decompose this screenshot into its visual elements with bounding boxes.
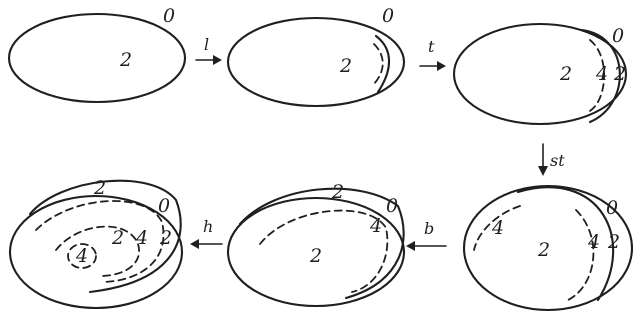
arrow-h: h (190, 217, 223, 249)
arrow-b-label: b (424, 219, 434, 238)
panel-5-label-outer: 0 (386, 195, 398, 217)
panel-3-label-inner: 2 (559, 63, 572, 85)
panel-5: 0 2 4 2 (226, 181, 406, 308)
panel-6-label-fold: 4 (135, 227, 148, 249)
panel-4-label-fold-right: 4 (587, 231, 600, 253)
panel-3: 0 2 4 2 (452, 22, 628, 126)
panel-6-overlap-dashed-outer (35, 200, 165, 283)
panel-5-overlap-dashed (259, 209, 389, 293)
arrow-h-label: h (203, 217, 213, 236)
panel-4-fold-dashed-right (567, 209, 595, 301)
panel-6-label-edge: 2 (159, 227, 172, 249)
panel-4-outline (462, 184, 633, 312)
panel-6-center-loop (67, 243, 97, 269)
panel-1: 0 2 (7, 5, 187, 104)
arrow-st-label: st (550, 151, 565, 170)
arrow-st-head (538, 166, 548, 176)
arrow-l-label: l (204, 35, 209, 54)
panel-2-label-inner: 2 (339, 55, 352, 77)
panel-3-fold-solid (580, 28, 621, 124)
panel-4-label-edge: 2 (607, 231, 620, 253)
arrow-b: b (406, 219, 447, 251)
panel-3-fold-dashed (587, 39, 605, 113)
panel-2-flap-dashed (371, 43, 384, 87)
panel-3-label-fold: 4 (595, 63, 608, 85)
panel-4-fold-dashed-top (473, 205, 521, 251)
panel-1-label-inner: 2 (119, 49, 132, 71)
panel-4-label-fold-top: 4 (491, 217, 504, 239)
panel-2-outline (226, 16, 406, 108)
panel-4-fold-solid (516, 186, 615, 302)
panel-4-label-outer: 0 (606, 197, 618, 219)
panel-5-overlap-solid (238, 187, 405, 300)
panel-2: 0 2 (226, 5, 406, 108)
panel-3-outline (452, 22, 628, 126)
panel-6: 0 2 2 4 2 4 (8, 177, 184, 310)
panel-4: 0 2 4 4 2 (462, 184, 633, 312)
panel-6-outline (8, 194, 184, 310)
panel-1-outline (7, 12, 187, 104)
arrow-t-head (437, 61, 446, 71)
arrow-h-head (190, 239, 199, 249)
panel-3-label-outer: 0 (612, 25, 624, 47)
panel-6-overlap-dashed-inner (55, 225, 140, 277)
panel-5-outline (226, 196, 406, 308)
arrow-l-head (213, 55, 222, 65)
panel-2-label-outer: 0 (382, 5, 394, 27)
panel-2-flap-solid (374, 34, 391, 94)
panel-4-label-inner: 2 (537, 239, 550, 261)
panel-5-label-fold: 4 (369, 215, 382, 237)
arrow-t-label: t (428, 37, 435, 56)
arrow-l: l (195, 35, 222, 65)
panel-6-overlap-solid (28, 179, 182, 294)
panel-5-label-inner: 2 (309, 245, 322, 267)
arrow-b-head (406, 241, 415, 251)
panel-6-label-center: 4 (75, 245, 88, 267)
arrow-t: t (419, 37, 446, 71)
panel-3-label-edge: 2 (613, 63, 626, 85)
arrow-st: st (538, 143, 565, 176)
panel-5-label-top: 2 (331, 181, 344, 203)
panel-6-label-outer: 0 (158, 195, 170, 217)
panel-1-label-outer: 0 (163, 5, 175, 27)
panel-6-label-inner: 2 (111, 227, 124, 249)
panel-6-label-top: 2 (93, 177, 106, 199)
